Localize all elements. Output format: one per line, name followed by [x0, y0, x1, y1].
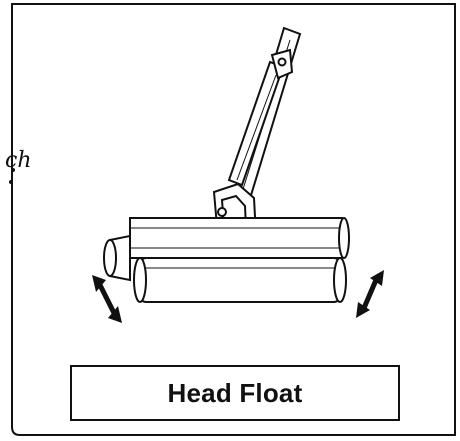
caption-box: Head Float: [70, 365, 400, 421]
brush-roller: [133, 257, 347, 303]
hydraulic-cylinder: [227, 48, 294, 187]
drive-motor: [103, 234, 131, 282]
edge-mark: [9, 168, 15, 184]
figure-frame: [11, 3, 456, 436]
edge-text-fragment: ch: [5, 148, 32, 173]
figure-caption: Head Float: [167, 377, 303, 408]
left-float-arrow-icon: [92, 275, 122, 323]
right-float-arrow-icon: [356, 270, 384, 318]
head-housing: [129, 217, 350, 259]
